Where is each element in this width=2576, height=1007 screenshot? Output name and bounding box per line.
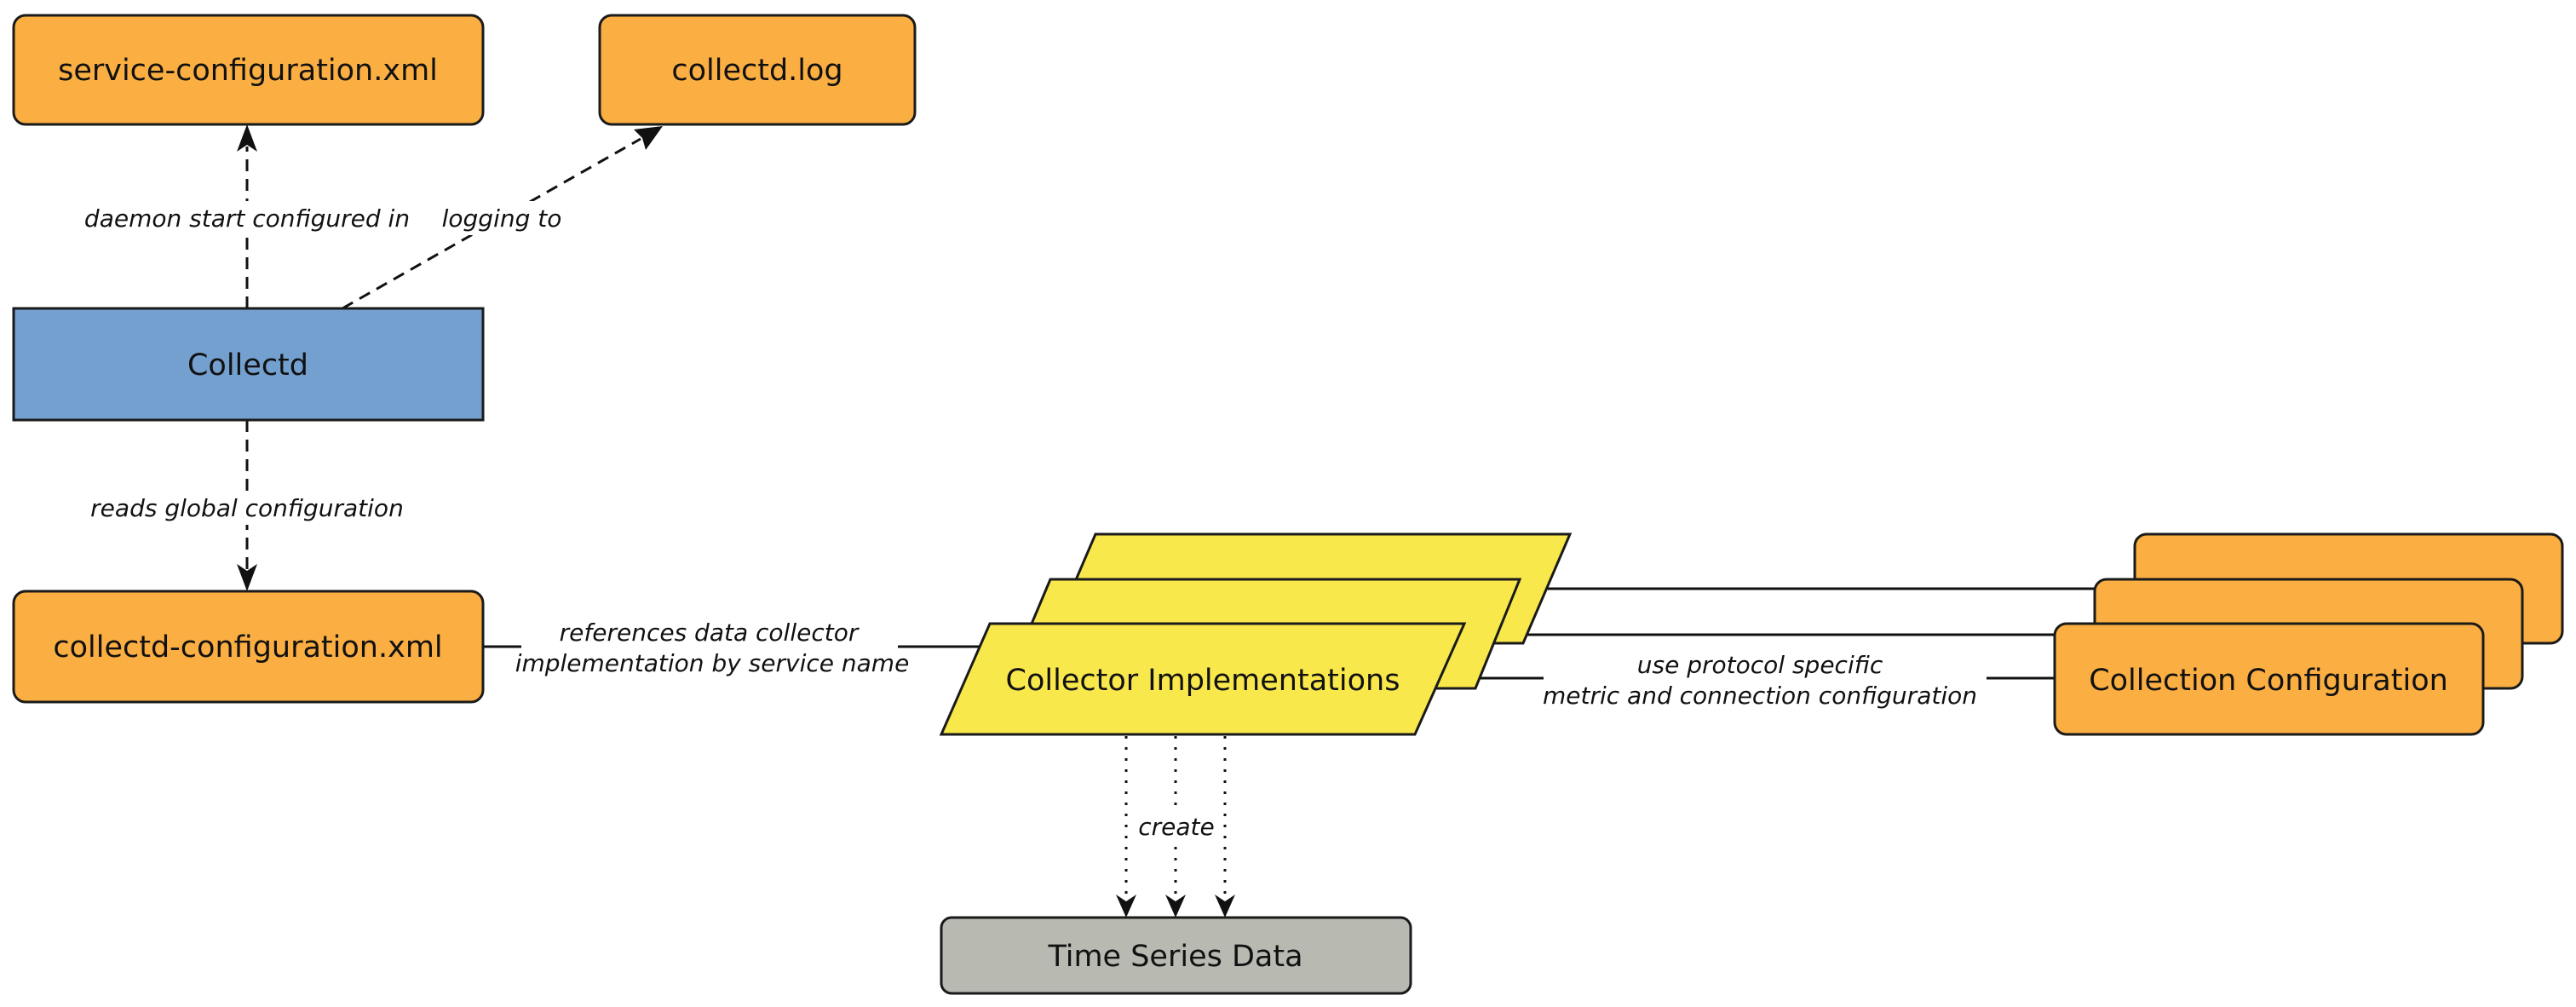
- svg-text:metric and connection configur: metric and connection configuration: [1543, 682, 1977, 710]
- node-collector-implementations: Collector Implementations: [939, 532, 1573, 736]
- node-collectd: Collectd: [12, 307, 485, 422]
- node-collectd-configuration: collectd-configuration.xml: [12, 590, 485, 704]
- collector-stack-front: [939, 622, 1467, 736]
- edge-label-references: references data collector implementation…: [515, 617, 910, 680]
- svg-text:logging to: logging to: [442, 204, 562, 233]
- edge-reads-global: [237, 420, 257, 591]
- svg-text:collectd-configuration.xml: collectd-configuration.xml: [53, 630, 442, 665]
- edge-logging-to: [342, 126, 663, 310]
- node-time-series-data: Time Series Data: [940, 916, 1412, 995]
- svg-text:implementation by service name: implementation by service name: [515, 649, 910, 677]
- arrowhead-down-icon: [1165, 895, 1186, 918]
- svg-text:service-configuration.xml: service-configuration.xml: [58, 54, 438, 88]
- arrowhead-up-icon: [237, 124, 257, 152]
- svg-text:reads global configuration: reads global configuration: [90, 494, 404, 522]
- edge-label-protocol-config: use protocol specific metric and connect…: [1543, 649, 1987, 711]
- arrowhead-down-icon: [1215, 895, 1235, 918]
- edge-create: [1116, 736, 1235, 918]
- arrowhead-down-icon: [237, 564, 257, 591]
- svg-text:use protocol specific: use protocol specific: [1637, 651, 1883, 679]
- svg-text:references data collector: references data collector: [560, 619, 860, 647]
- collection-stack-front: [2053, 622, 2485, 736]
- edge-label-daemon-start: daemon start configured in: [84, 201, 410, 235]
- node-service-configuration: service-configuration.xml: [12, 14, 485, 126]
- svg-text:collectd.log: collectd.log: [671, 54, 842, 88]
- arrowhead-down-icon: [1116, 895, 1136, 918]
- node-collectd-log: collectd.log: [598, 14, 917, 126]
- node-collection-configuration: Collection Configuration: [2053, 532, 2564, 736]
- svg-text:create: create: [1138, 813, 1215, 841]
- svg-text:Time Series Data: Time Series Data: [1047, 940, 1302, 974]
- svg-text:Collection Configuration: Collection Configuration: [2089, 664, 2448, 698]
- edge-label-create: create: [1136, 809, 1215, 843]
- svg-text:Collector Implementations: Collector Implementations: [1006, 664, 1400, 698]
- edge-label-logging-to: logging to: [434, 201, 571, 235]
- svg-text:Collectd: Collectd: [187, 348, 308, 383]
- edge-label-reads-global: reads global configuration: [89, 491, 405, 525]
- arrowhead-diagonal-icon: [634, 126, 663, 150]
- svg-text:daemon start configured in: daemon start configured in: [84, 204, 410, 233]
